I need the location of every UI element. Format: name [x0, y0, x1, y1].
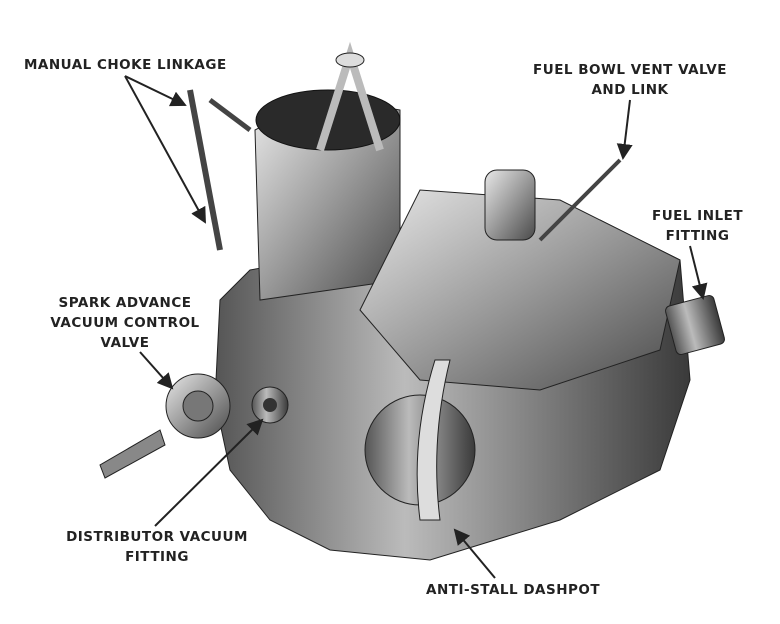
label-distributor-vacuum-fitting: DISTRIBUTOR VACUUM FITTING [62, 527, 252, 567]
label-fuel-inlet-fitting: FUEL INLET FITTING [645, 206, 750, 246]
label-line: FUEL INLET [651, 208, 744, 224]
label-line: FITTING [665, 228, 730, 244]
carburetor-body [99, 41, 725, 561]
label-line: SPARK ADVANCE [58, 295, 192, 311]
label-line: FUEL BOWL VENT VALVE [533, 62, 727, 78]
label-line: AND LINK [591, 82, 669, 98]
label-anti-stall-dashpot: ANTI-STALL DASHPOT [426, 582, 601, 598]
label-spark-advance-valve: SPARK ADVANCE VACUUM CONTROL VALVE [40, 293, 210, 353]
label-line: VALVE [100, 335, 150, 351]
leader-lines [124, 75, 708, 579]
label-line: DISTRIBUTOR VACUUM [66, 529, 248, 545]
label-fuel-bowl-vent-valve: FUEL BOWL VENT VALVE AND LINK [520, 60, 740, 100]
label-line: FITTING [125, 549, 189, 565]
label-manual-choke-linkage: MANUAL CHOKE LINKAGE [24, 57, 227, 73]
label-line: VACUUM CONTROL [50, 315, 200, 331]
